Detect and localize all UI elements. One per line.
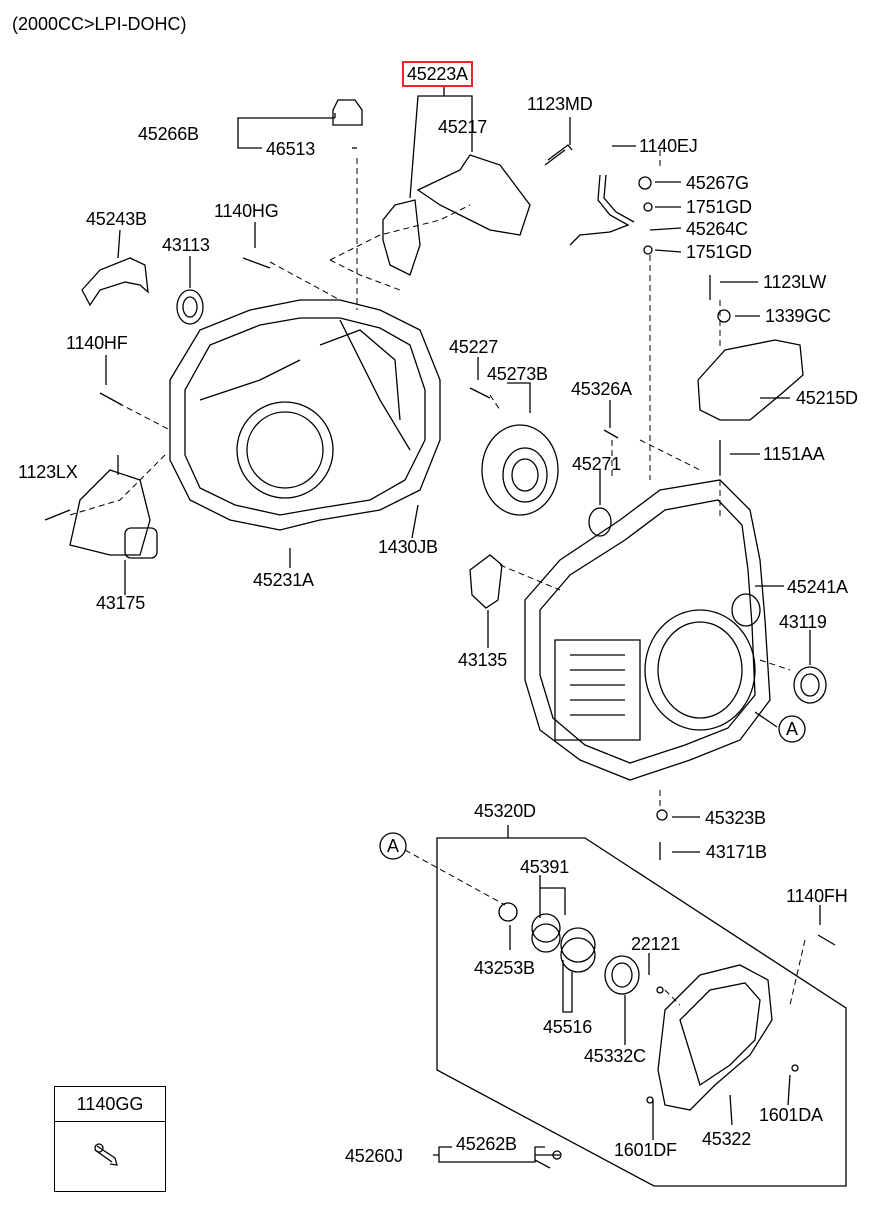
part-label-45215d[interactable]: 45215D [796,388,858,408]
part-label-45322[interactable]: 45322 [702,1129,752,1149]
part-label-45264c[interactable]: 45264C [686,219,748,239]
part-label-22121[interactable]: 22121 [631,934,681,954]
part-label-1123md[interactable]: 1123MD [527,94,593,114]
part-label-1430jb[interactable]: 1430JB [378,537,438,557]
part-label-1123lx[interactable]: 1123LX [18,462,78,482]
part-label-45241a[interactable]: 45241A [787,577,848,597]
part-label-43135[interactable]: 43135 [458,650,508,670]
part-label-45223a-highlighted[interactable]: 45223A [402,61,473,87]
part-label-45267g[interactable]: 45267G [686,173,749,193]
part-label-45217[interactable]: 45217 [438,117,488,137]
part-label-45231a[interactable]: 45231A [253,570,314,590]
part-label-45391[interactable]: 45391 [520,857,570,877]
reference-marker-a-upper: A [786,719,798,739]
part-label-46513[interactable]: 46513 [266,139,316,159]
part-label-45266b[interactable]: 45266B [138,124,199,144]
part-label-45260j[interactable]: 45260J [345,1146,403,1166]
part-label-1601df[interactable]: 1601DF [614,1140,677,1160]
part-label-45243b[interactable]: 45243B [86,209,147,229]
part-label-45516[interactable]: 45516 [543,1017,593,1037]
part-label-1140ej[interactable]: 1140EJ [639,136,698,156]
part-label-1151aa[interactable]: 1151AA [763,444,825,464]
part-label-1140hf[interactable]: 1140HF [66,333,128,353]
part-label-45227[interactable]: 45227 [449,337,499,357]
legend-title[interactable]: 1140GG [55,1087,165,1122]
part-label-43253b[interactable]: 43253B [474,958,535,978]
part-label-45320d[interactable]: 45320D [474,801,536,821]
part-label-45262b[interactable]: 45262B [456,1134,517,1154]
legend-box: 1140GG [54,1086,166,1192]
part-label-45271[interactable]: 45271 [572,454,622,474]
part-label-43113[interactable]: 43113 [162,235,210,255]
part-label-43171b[interactable]: 43171B [706,842,767,862]
part-label-45323b[interactable]: 45323B [705,808,766,828]
part-label-45326a[interactable]: 45326A [571,379,632,399]
part-label-1751gd-lower[interactable]: 1751GD [686,242,752,262]
part-label-45332c[interactable]: 45332C [584,1046,646,1066]
part-label-43175[interactable]: 43175 [96,593,146,613]
bolt-icon [94,1143,118,1166]
part-label-1339gc[interactable]: 1339GC [765,306,831,326]
part-label-1140fh[interactable]: 1140FH [786,886,848,906]
part-label-1601da[interactable]: 1601DA [759,1105,823,1125]
part-label-45273b[interactable]: 45273B [487,364,548,384]
part-label-1140hg[interactable]: 1140HG [214,201,279,221]
part-label-1751gd-upper[interactable]: 1751GD [686,197,752,217]
part-label-43119[interactable]: 43119 [779,612,827,632]
reference-marker-a-lower: A [387,836,399,856]
part-label-1123lw[interactable]: 1123LW [763,272,827,292]
variant-header: (2000CC>LPI-DOHC) [12,14,187,34]
